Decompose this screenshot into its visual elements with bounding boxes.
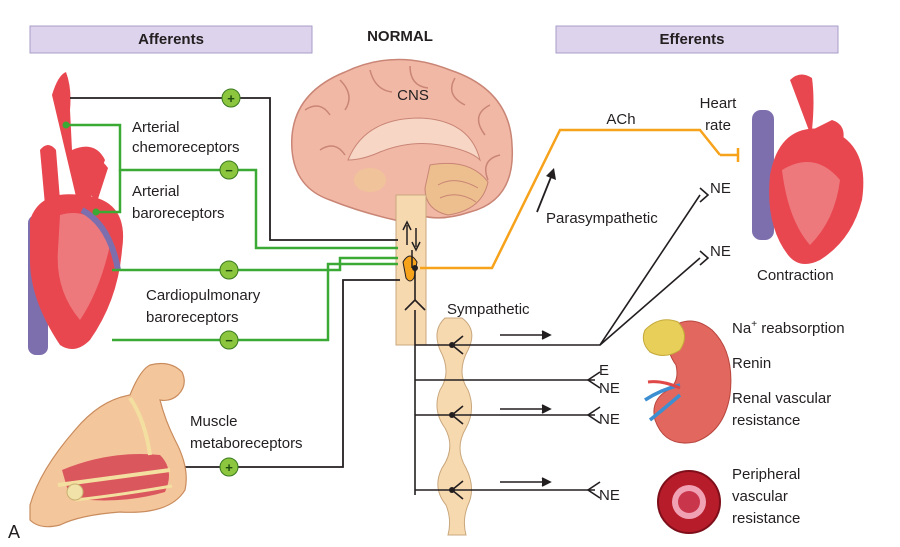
cardiopulmonary-inhibitory-sign-2: −	[219, 330, 239, 350]
arterial-baroreceptors-label-1: Arterial	[132, 183, 180, 200]
cardiopulmonary-inhibitory-sign-1: −	[219, 260, 239, 280]
cns-label: CNS	[397, 87, 429, 104]
svg-text:−: −	[225, 163, 233, 178]
left-heart-illustration	[28, 72, 124, 355]
baroreceptor-inhibitory-sign: −	[219, 160, 239, 180]
blood-vessel-cross-section	[657, 470, 721, 534]
contraction-label: Contraction	[757, 267, 834, 284]
muscle-metaboreceptors-label-2: metaboreceptors	[190, 435, 303, 452]
arm-illustration	[29, 362, 187, 528]
ne-contraction-label: NE	[710, 243, 731, 260]
arterial-baroreceptors-label-2: baroreceptors	[132, 205, 225, 222]
peripheral-vascular-resistance-label-2: vascular	[732, 488, 788, 505]
heart-rate-label-2: rate	[705, 117, 731, 134]
right-heart-illustration	[752, 74, 864, 264]
svg-text:+: +	[225, 460, 233, 475]
parasympathetic-label: Parasympathetic	[546, 210, 658, 227]
e-label: E	[599, 362, 609, 379]
peripheral-vascular-resistance-label-3: resistance	[732, 510, 800, 527]
ne-peripheral-label: NE	[599, 487, 620, 504]
cardiopulmonary-label-2: baroreceptors	[146, 309, 239, 326]
na-reabsorption-label: Na+ reabsorption	[732, 319, 845, 337]
ne-renal-label: NE	[599, 380, 620, 397]
renal-vascular-resistance-label-2: resistance	[732, 412, 800, 429]
spinal-cord	[395, 194, 427, 346]
sympathetic-label: Sympathetic	[447, 301, 530, 318]
svg-text:+: +	[227, 91, 235, 106]
chemoreceptor-excitatory-sign: +	[221, 88, 241, 108]
sympathetic-chain	[436, 317, 473, 536]
brain-illustration	[291, 58, 514, 223]
heart-rate-label-1: Heart	[700, 95, 738, 112]
afferents-header: Afferents	[29, 25, 313, 54]
efferents-title: Efferents	[659, 31, 724, 48]
arterial-chemoreceptors-label-2: chemoreceptors	[132, 139, 240, 156]
cardiopulmonary-label-1: Cardiopulmonary	[146, 287, 261, 304]
ach-label: ACh	[606, 111, 635, 128]
efferents-header: Efferents	[555, 25, 839, 54]
renin-label: Renin	[732, 355, 771, 372]
muscle-metaboreceptors-label-1: Muscle	[190, 413, 238, 430]
ne-heart-rate-label: NE	[710, 180, 731, 197]
renal-vascular-resistance-label-1: Renal vascular	[732, 390, 831, 407]
sympathetic-pathways	[404, 187, 710, 499]
panel-label: A	[8, 522, 20, 542]
muscle-excitatory-sign: +	[219, 457, 239, 477]
parasympathetic-pathway	[420, 128, 740, 270]
ne-kidney-label: NE	[599, 411, 620, 428]
afferents-title: Afferents	[138, 31, 204, 48]
peripheral-vascular-resistance-label-1: Peripheral	[732, 466, 800, 483]
kidney-illustration	[642, 319, 732, 444]
svg-text:−: −	[225, 263, 233, 278]
arterial-chemoreceptors-label-1: Arterial	[132, 119, 180, 136]
normal-title: NORMAL	[367, 28, 433, 45]
svg-text:−: −	[225, 333, 233, 348]
